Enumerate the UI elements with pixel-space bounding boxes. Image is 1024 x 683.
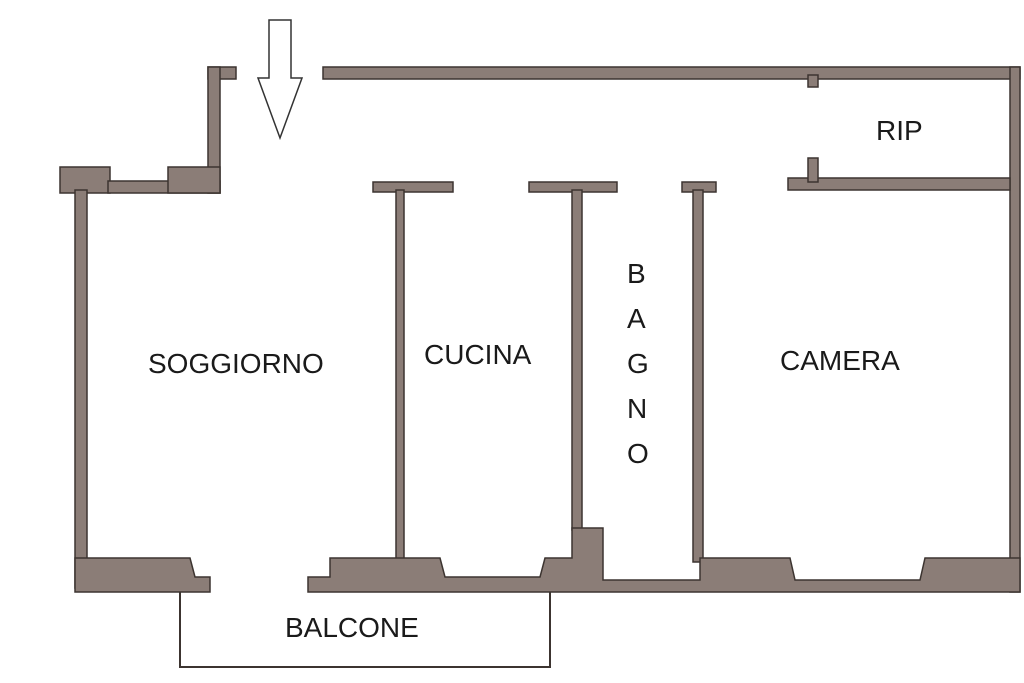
wall-rip-stub-top: [807, 74, 819, 88]
wall-bottom-mid: [307, 527, 1021, 593]
walls: [59, 66, 1021, 593]
wall-partition-cucina: [395, 189, 405, 563]
room-label-camera: CAMERA: [780, 345, 900, 376]
wall-partition-bagno-right: [692, 189, 704, 563]
wall-top: [322, 66, 1021, 80]
wall-bottom-left: [74, 557, 211, 593]
room-label-bagno: B A G N O: [627, 258, 649, 469]
bagno-letter: O: [627, 438, 649, 469]
bagno-letter: N: [627, 393, 647, 424]
wall-partition-bagno-left: [571, 189, 583, 531]
wall-step: [59, 166, 111, 194]
wall-rip-bottom: [787, 177, 1011, 191]
balcony-outline: [179, 592, 551, 668]
bagno-letter: A: [627, 303, 646, 334]
room-label-rip: RIP: [876, 115, 923, 146]
room-label-soggiorno: SOGGIORNO: [148, 348, 324, 379]
entrance-arrow-icon: [256, 19, 304, 141]
wall-step-3: [167, 166, 221, 194]
room-label-balcone: BALCONE: [285, 612, 419, 643]
wall-cucina-top: [372, 181, 454, 193]
bagno-letter: B: [627, 258, 646, 289]
room-label-cucina: CUCINA: [424, 339, 532, 370]
wall-rip-stub-bottom: [807, 157, 819, 183]
wall-left: [74, 189, 88, 589]
bagno-letter: G: [627, 348, 649, 379]
wall-right: [1009, 66, 1021, 593]
